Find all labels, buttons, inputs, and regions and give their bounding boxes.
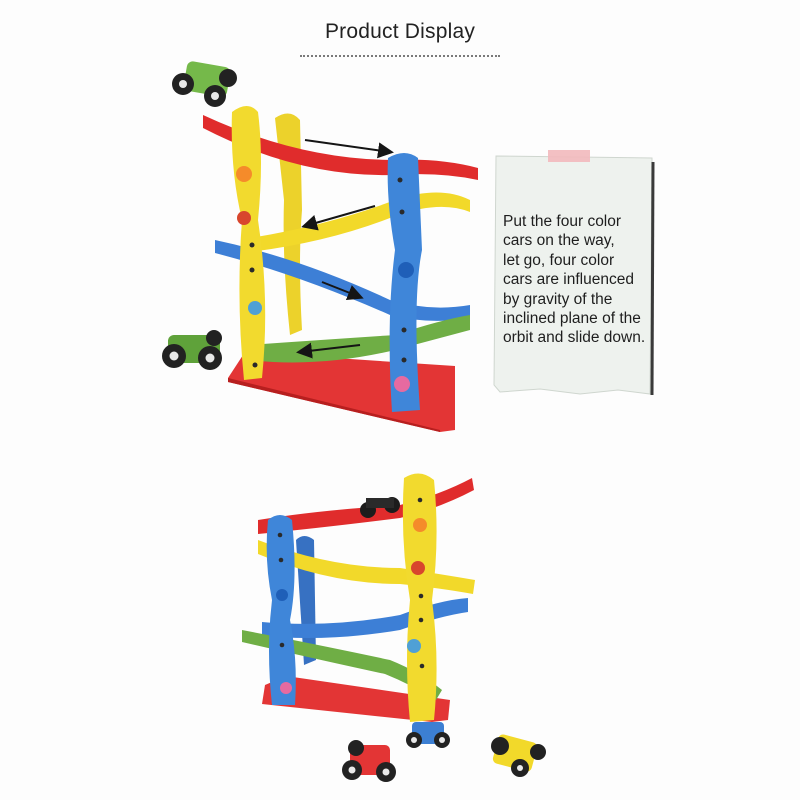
jellyfish-sticker-2 xyxy=(280,682,292,694)
ramp-toy-small xyxy=(242,473,475,748)
yellow-front-post xyxy=(231,106,266,380)
blue-front-post-2 xyxy=(266,515,296,705)
arrow-right-top xyxy=(304,139,394,159)
green-track xyxy=(248,315,470,363)
note-line: Put the four color xyxy=(503,213,622,230)
note-text: Put the four color cars on the way, let … xyxy=(503,212,661,348)
paper-note xyxy=(493,150,655,396)
seahorse-sticker xyxy=(398,262,414,278)
dolphin-sticker-2 xyxy=(407,639,421,653)
dolphin-sticker xyxy=(248,301,262,315)
page-title: Product Display xyxy=(324,20,476,43)
red-base-2 xyxy=(262,676,450,722)
fish-sticker xyxy=(236,166,252,182)
note-line: by gravity of the xyxy=(503,290,613,308)
arrow-left-bottom xyxy=(296,342,361,359)
title-divider xyxy=(300,55,500,57)
red-track-2 xyxy=(258,478,474,534)
black-car-top xyxy=(360,497,400,518)
jellyfish-sticker xyxy=(394,376,410,392)
blue-front-post xyxy=(387,153,422,412)
paper-shadow-edge xyxy=(650,161,655,396)
blue-track-2 xyxy=(262,598,468,638)
fish-sticker-2 xyxy=(413,518,427,532)
blue-car xyxy=(406,722,450,748)
yellow-car xyxy=(491,734,546,777)
red-car xyxy=(342,740,396,782)
seahorse-sticker-2 xyxy=(276,589,288,601)
green-car xyxy=(172,61,237,107)
note-line: inclined plane of the xyxy=(503,310,641,328)
tape xyxy=(548,150,590,162)
note-line: cars are influenced xyxy=(503,271,634,289)
ramp-toy-large xyxy=(203,106,478,432)
arrow-right-third xyxy=(321,281,364,301)
note-line: cars on the way, xyxy=(503,232,615,250)
green-car-2 xyxy=(162,330,222,370)
arrow-left-second xyxy=(301,205,376,231)
crab-sticker-2 xyxy=(411,561,425,575)
note-line: let go, four color xyxy=(503,251,615,269)
crab-sticker xyxy=(237,211,251,225)
yellow-track xyxy=(250,192,470,252)
yellow-back-post xyxy=(275,113,302,335)
blue-track xyxy=(215,240,470,321)
note-line: orbit and slide down. xyxy=(503,329,646,347)
